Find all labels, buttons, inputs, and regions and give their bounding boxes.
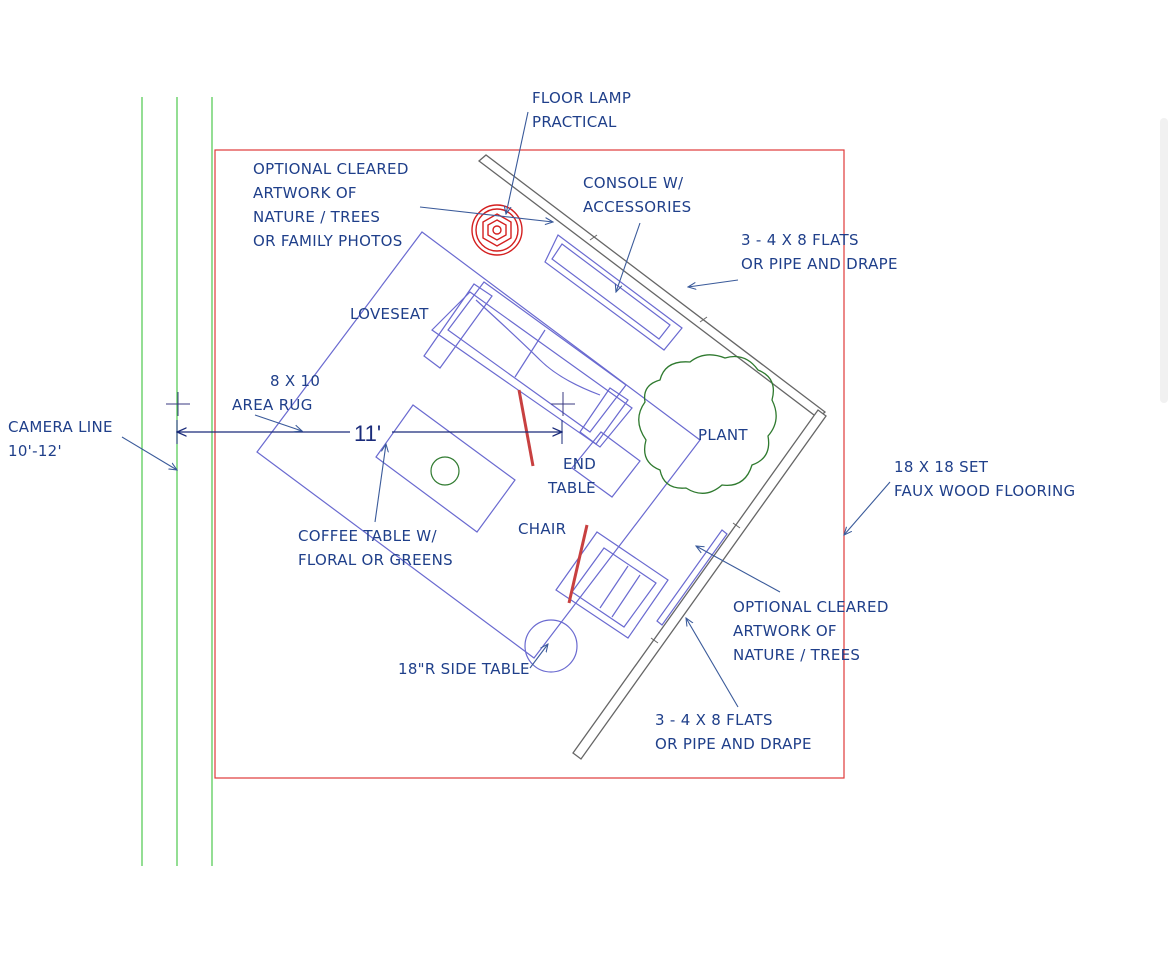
artwork-top-label-4: OR FAMILY PHOTOS <box>253 232 403 250</box>
area-rug-label-2: AREA RUG <box>232 396 313 414</box>
camera-line-label-1: CAMERA LINE <box>8 418 113 436</box>
chair-shape <box>555 531 669 639</box>
set-label-1: 18 X 18 SET <box>894 458 989 476</box>
chair-label: CHAIR <box>518 520 566 538</box>
console-shape <box>544 234 683 351</box>
side-table-label: 18"R SIDE TABLE <box>398 660 530 678</box>
end-table-label-2: TABLE <box>547 479 596 497</box>
marker-chair <box>567 524 589 604</box>
side-table-shape <box>524 619 578 673</box>
artwork-bottom-shape <box>656 529 728 626</box>
floor-lamp-label-1: FLOOR LAMP <box>532 89 631 107</box>
dimension-label: 11' <box>354 421 381 446</box>
camera-line-label-2: 10'-12' <box>8 442 62 460</box>
flats-bottom-label-1: 3 - 4 X 8 FLATS <box>655 711 773 729</box>
area-rug <box>256 231 701 659</box>
artwork-top-label-1: OPTIONAL CLEARED <box>253 160 409 178</box>
dimension-line <box>177 420 562 444</box>
artwork-bottom-label-2: ARTWORK OF <box>733 622 837 640</box>
end-table-label-1: END <box>563 455 596 473</box>
floor-lamp-label-2: PRACTICAL <box>532 113 617 131</box>
marker-loveseat <box>517 389 535 467</box>
plant-shape <box>638 354 777 494</box>
console-label-2: ACCESSORIES <box>583 198 691 216</box>
crosshairs <box>166 392 575 416</box>
set-label-2: FAUX WOOD FLOORING <box>894 482 1075 500</box>
plant-label: PLANT <box>698 426 748 444</box>
artwork-bottom-label-1: OPTIONAL CLEARED <box>733 598 889 616</box>
end-table-shape <box>571 431 641 498</box>
loveseat-label: LOVESEAT <box>350 305 429 323</box>
flats-bottom-label-2: OR PIPE AND DRAPE <box>655 735 812 753</box>
loveseat-shape <box>423 281 633 448</box>
set-boundary <box>214 149 845 779</box>
camera-lines <box>141 97 213 866</box>
coffee-table-label-1: COFFEE TABLE W/ <box>298 527 437 545</box>
flats-top-label-2: OR PIPE AND DRAPE <box>741 255 898 273</box>
artwork-bottom-label-3: NATURE / TREES <box>733 646 860 664</box>
scrollbar[interactable] <box>1160 118 1168 403</box>
artwork-top-label-3: NATURE / TREES <box>253 208 380 226</box>
coffee-table-shape <box>375 404 516 533</box>
artwork-top-label-2: ARTWORK OF <box>253 184 357 202</box>
walls <box>477 154 827 760</box>
console-label-1: CONSOLE W/ <box>583 174 684 192</box>
floor-lamp-shape <box>471 204 523 256</box>
area-rug-label-1: 8 X 10 <box>270 372 320 390</box>
flats-top-label-1: 3 - 4 X 8 FLATS <box>741 231 859 249</box>
leader-lines <box>121 111 891 708</box>
coffee-table-label-2: FLORAL OR GREENS <box>298 551 453 569</box>
